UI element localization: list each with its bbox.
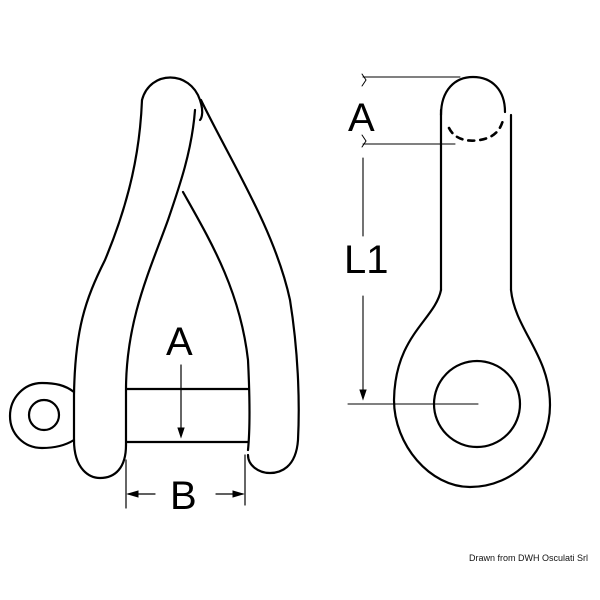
front-width-dimension-label: B <box>170 474 197 518</box>
side-head-dimension-label: A <box>348 96 375 140</box>
side-length-dimension-label: L1 <box>344 238 389 282</box>
front-view <box>8 76 300 509</box>
drawing-credit: Drawn from DWH Osculati Srl <box>468 553 588 563</box>
side-view <box>347 73 552 489</box>
front-pin-dimension-label: A <box>166 320 193 364</box>
